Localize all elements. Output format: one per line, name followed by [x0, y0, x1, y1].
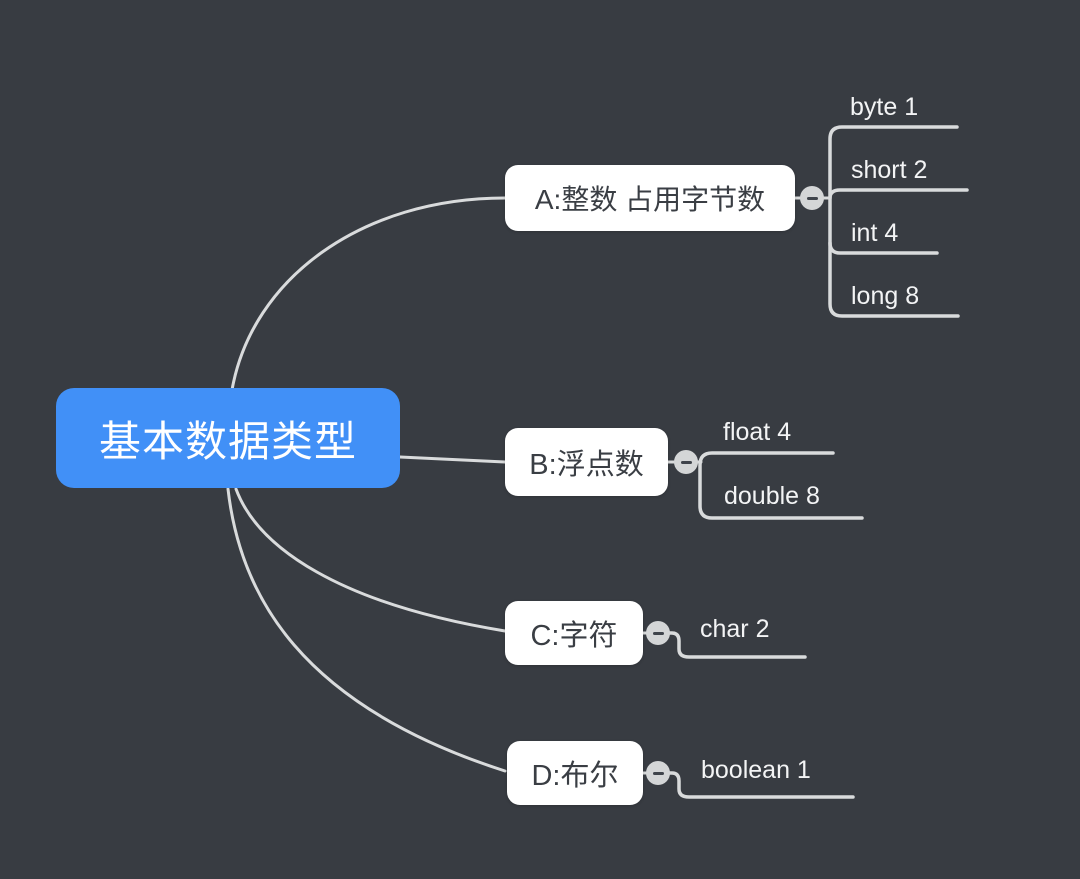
child-topic-long[interactable]: long 8 — [851, 282, 920, 310]
topic-b-spine-and-underlines-float-double — [698, 451, 864, 520]
child-topic-double[interactable]: double 8 — [724, 482, 820, 510]
underline-char — [667, 631, 807, 659]
collapse-button-b[interactable] — [674, 450, 698, 474]
root-topic[interactable]: 基本数据类型 — [56, 388, 400, 488]
minus-icon — [680, 460, 692, 464]
minus-icon — [652, 771, 664, 775]
child-topic-char[interactable]: char 2 — [700, 615, 770, 643]
underline-int — [828, 241, 939, 255]
minus-icon — [806, 196, 818, 200]
child-topic-int[interactable]: int 4 — [851, 219, 899, 247]
collapse-button-d[interactable] — [646, 761, 670, 785]
underline-boolean — [667, 771, 855, 799]
minus-icon — [652, 631, 664, 635]
underline-short — [828, 188, 969, 200]
connector-root-to-a — [230, 196, 507, 392]
connector-root-to-b — [398, 455, 507, 464]
child-topic-short[interactable]: short 2 — [851, 156, 928, 184]
collapse-button-c[interactable] — [646, 621, 670, 645]
topic-a-integer[interactable]: A:整数 占用字节数 — [505, 165, 795, 231]
topic-d-boolean[interactable]: D:布尔 — [507, 741, 643, 805]
connector-root-to-c — [234, 487, 507, 633]
connector-root-to-d — [226, 487, 507, 773]
topic-b-float[interactable]: B:浮点数 — [505, 428, 668, 496]
child-topic-byte[interactable]: byte 1 — [850, 93, 919, 121]
topic-a-spine-and-underlines-byte-long — [828, 125, 960, 318]
child-topic-boolean[interactable]: boolean 1 — [701, 756, 811, 784]
child-topic-float[interactable]: float 4 — [723, 418, 792, 446]
collapse-button-a[interactable] — [800, 186, 824, 210]
topic-c-char[interactable]: C:字符 — [505, 601, 643, 665]
